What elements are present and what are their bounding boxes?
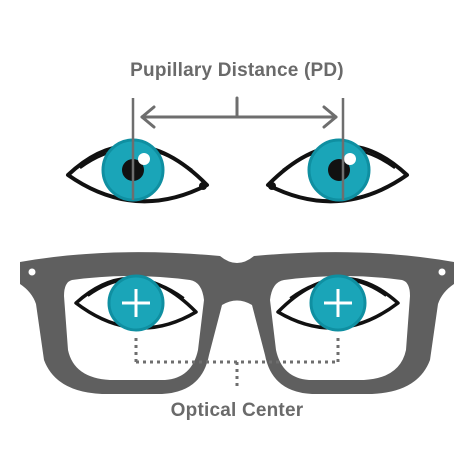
left-eye-icon xyxy=(66,138,209,204)
right-crosshair-icon xyxy=(324,289,352,317)
lens-right-eye-icon xyxy=(276,274,400,332)
left-crosshair-icon xyxy=(122,289,150,317)
right-eye-icon xyxy=(266,138,409,204)
pd-title: Pupillary Distance (PD) xyxy=(130,60,344,81)
optical-center-label: Optical Center xyxy=(171,400,304,421)
pd-guide-lines xyxy=(131,98,345,200)
glasses-frame xyxy=(20,252,454,394)
pd-measure-arrow xyxy=(140,96,338,129)
optical-center-guide xyxy=(134,338,340,390)
